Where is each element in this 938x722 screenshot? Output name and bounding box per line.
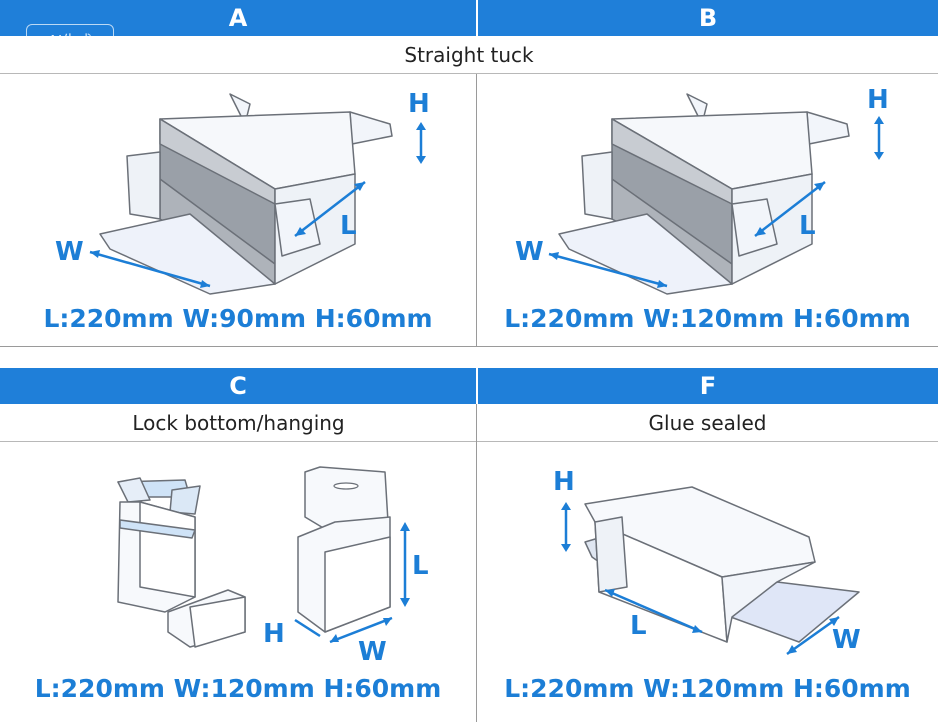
panel-c-header: C — [0, 368, 476, 404]
glue-sealed-box: H L W — [553, 467, 861, 656]
panel-ab-style-label: Straight tuck — [0, 36, 938, 74]
height-label-b: H — [867, 85, 889, 115]
panel-c-dimensions: L:220mm W:120mm H:60mm — [34, 674, 442, 703]
straight-tuck-box-a: L W H — [55, 89, 430, 295]
panel-c-style-label: Lock bottom/hanging — [0, 404, 477, 442]
height-label-a: H — [408, 89, 430, 119]
length-arrow-b — [754, 181, 826, 237]
panel-a-header: A — [0, 0, 476, 36]
panel-c-letter: C — [229, 372, 247, 400]
length-arrow-a — [294, 181, 366, 237]
width-arrow-b — [548, 252, 668, 288]
row-divider — [0, 346, 938, 347]
straight-tuck-box-b: L W H — [515, 85, 889, 295]
panel-b-letter: B — [698, 4, 718, 32]
height-arrow-c — [294, 618, 321, 638]
length-label-b: L — [799, 211, 816, 241]
panel-b-dimensions: L:220mm W:120mm H:60mm — [504, 304, 911, 333]
length-label-f: L — [630, 611, 647, 641]
panel-f-header: F — [478, 368, 938, 404]
panel-a-letter: A — [228, 4, 248, 32]
panel-f-style-label: Glue sealed — [477, 404, 938, 442]
width-label-b: W — [515, 237, 544, 267]
glue-sealed-label: Glue sealed — [648, 410, 767, 435]
lock-bottom-hanging-boxes: L W H — [117, 466, 429, 667]
lock-bottom-label: Lock bottom/hanging — [132, 410, 345, 435]
panel-f-dimensions: L:220mm W:120mm H:60mm — [504, 674, 911, 703]
length-label-c: L — [412, 551, 429, 581]
width-arrow-a — [89, 250, 211, 288]
width-label-c: W — [358, 637, 387, 667]
divider-top — [476, 74, 477, 346]
width-arrow-c — [329, 616, 393, 644]
length-label-a: L — [340, 211, 357, 241]
width-label-f: W — [832, 625, 861, 655]
height-label-f: H — [553, 467, 575, 497]
length-arrow-f — [604, 588, 703, 634]
width-arrow-f — [786, 615, 840, 656]
straight-tuck-label: Straight tuck — [404, 42, 534, 67]
panel-f-letter: F — [699, 372, 717, 400]
panel-b-header: B — [478, 0, 938, 36]
height-label-c: H — [263, 619, 285, 649]
width-label-a: W — [55, 237, 84, 267]
panel-a-dimensions: L:220mm W:90mm H:60mm — [43, 304, 433, 333]
divider-bottom — [476, 404, 477, 722]
